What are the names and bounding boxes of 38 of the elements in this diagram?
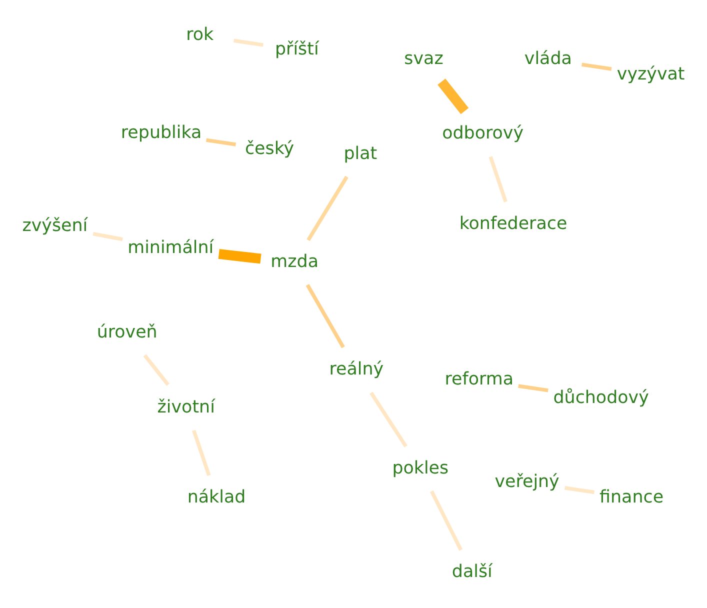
connector xyxy=(306,284,345,348)
connector xyxy=(518,384,548,392)
connector xyxy=(488,156,508,202)
connector xyxy=(370,392,408,448)
node-text: vyzývat xyxy=(616,64,685,84)
node-text: mzda xyxy=(270,252,318,272)
node-text: rok xyxy=(186,25,214,46)
connector xyxy=(92,232,123,242)
node-text: český xyxy=(244,139,294,160)
node-text: vláda xyxy=(524,49,572,70)
node-text: svaz xyxy=(404,48,444,69)
node-text: republika xyxy=(120,122,202,143)
connector xyxy=(430,490,463,551)
node-text: příští xyxy=(275,40,319,60)
connector xyxy=(192,430,211,476)
connector xyxy=(234,38,264,47)
connector xyxy=(218,249,262,264)
node-text: životní xyxy=(157,397,215,418)
connector xyxy=(564,486,594,494)
node-text: reálný xyxy=(329,360,384,380)
connector xyxy=(143,354,170,386)
node-text: finance xyxy=(600,487,664,508)
node-text: úroveň xyxy=(96,322,158,343)
node-text: veřejný xyxy=(494,472,560,492)
node-text: náklad xyxy=(187,487,246,508)
node-text: reforma xyxy=(444,370,514,390)
node-text: plat xyxy=(344,144,378,164)
connector xyxy=(582,62,612,71)
node-text: konfederace xyxy=(459,214,568,234)
connector xyxy=(438,78,469,114)
node-text: pokles xyxy=(392,458,449,478)
node-text: odborový xyxy=(442,124,524,144)
node-text: důchodový xyxy=(553,388,649,408)
node-text: další xyxy=(452,562,492,582)
node-text: minimální xyxy=(128,238,214,258)
connector xyxy=(306,176,348,242)
node-text: zvýšení xyxy=(22,216,88,236)
connector xyxy=(206,138,236,146)
